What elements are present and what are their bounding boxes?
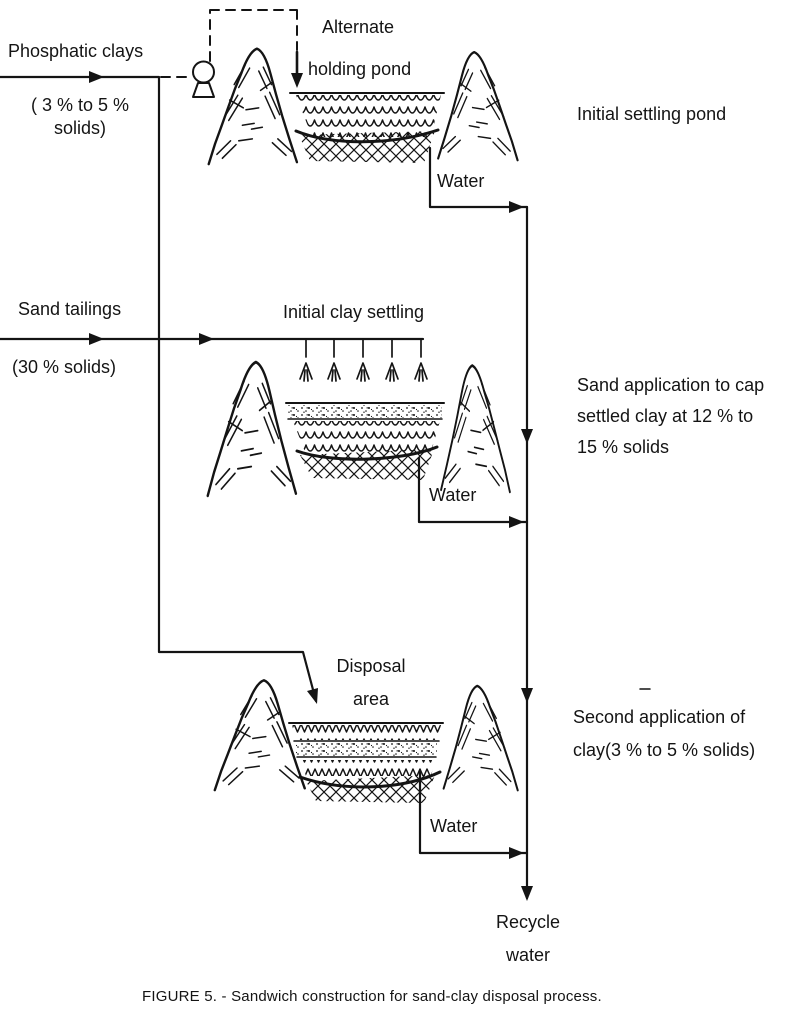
arrowhead-right-icon (89, 333, 104, 345)
pond-bottom-hatch (306, 775, 435, 803)
solids-note-line2: solids) (53, 117, 106, 138)
arrowhead-down-icon (291, 73, 303, 88)
figure-caption: FIGURE 5. - Sandwich construction for sa… (142, 988, 602, 1005)
stage3-description-line2: clay(3 % to 5 % solids) (573, 740, 756, 760)
sand-tailings-flow-line (0, 333, 428, 382)
sprinkler-manifold (299, 338, 428, 382)
sand-layer (296, 743, 437, 756)
stage2-description-line1: Sand application to cap (577, 375, 765, 395)
sand-tailings-label: Sand tailings (18, 299, 122, 319)
disposal-area-label: Disposal area (325, 650, 417, 716)
arrowhead-diagonal-icon (307, 688, 318, 704)
arrowhead-right-icon (509, 516, 524, 528)
water-outlet-line-3 (418, 768, 529, 855)
sprinkler-icon (327, 338, 341, 382)
dashed-bypass-path (209, 9, 298, 62)
sand-cap-layer (288, 405, 442, 418)
holding-pond-label-line1: Alternate (322, 17, 395, 37)
arrowhead-right-icon (89, 71, 104, 83)
pond-bottom-hatch (299, 131, 435, 163)
pump-icon (192, 60, 215, 98)
recycle-water-line2: water (505, 945, 550, 965)
arrowhead-right-icon (509, 847, 524, 859)
stage2-description: Sand application to cap settled clay at … (577, 370, 764, 463)
sprinkler-icon (299, 338, 313, 382)
pond-3-cross-section (213, 679, 519, 803)
pond-2-cross-section (206, 360, 512, 498)
phosphatic-clays-flow-line (0, 71, 318, 704)
water-outlet-line-2 (417, 456, 529, 524)
clay-layer-waves (300, 760, 435, 776)
water-outlet-line-1 (428, 146, 529, 209)
stage1-description: Initial settling pond (577, 104, 727, 124)
sprinkler-icon (356, 338, 370, 382)
clay-waves (293, 421, 440, 452)
water-label-2: Water (429, 485, 477, 505)
embankment-mound (439, 364, 512, 494)
sprinkler-icon (385, 338, 399, 382)
sand-tailings-solids-note: (30 % solids) (12, 357, 117, 377)
embankment-mound (207, 47, 299, 166)
clay-layer-waves (292, 725, 441, 740)
holding-pond-label-line2: holding pond (308, 59, 412, 79)
stage3-description: Second application of clay(3 % to 5 % so… (573, 701, 755, 767)
embankment-mound (437, 50, 519, 162)
embankment-mound (442, 684, 519, 792)
water-collection-lines (417, 146, 533, 901)
stage3-description-line1: Second application of (573, 707, 746, 727)
stage2-description-line2: settled clay at 12 % to (577, 406, 754, 426)
arrowhead-down-icon (521, 688, 533, 703)
water-label-1: Water (437, 171, 485, 191)
sprinkler-icon (414, 338, 428, 382)
disposal-area-line1: Disposal (336, 656, 406, 676)
initial-clay-settling-label: Initial clay settling (283, 302, 425, 322)
pond-1-cross-section (207, 47, 519, 166)
embankment-mound (206, 360, 298, 498)
recycle-water-label: Recycle water (468, 906, 588, 972)
arrowhead-down-icon (521, 886, 533, 901)
arrowhead-right-icon (509, 201, 524, 213)
embankment-mound (213, 679, 306, 792)
arrowhead-down-icon (521, 429, 533, 444)
phosphatic-clays-solids-note: ( 3 % to 5 % solids) (14, 94, 146, 139)
stage2-description-line3: 15 % solids (577, 437, 670, 457)
pond-bottom-hatch (300, 449, 434, 480)
water-waves (296, 95, 441, 137)
phosphatic-clays-label: Phosphatic clays (8, 41, 144, 61)
recycle-water-line1: Recycle (495, 912, 561, 932)
disposal-area-line2: area (352, 689, 390, 709)
pump-bypass-line (160, 9, 303, 98)
solids-note-line1: ( 3 % to 5 % (30, 95, 130, 115)
arrowhead-right-icon (199, 333, 214, 345)
water-label-3: Water (430, 816, 478, 836)
